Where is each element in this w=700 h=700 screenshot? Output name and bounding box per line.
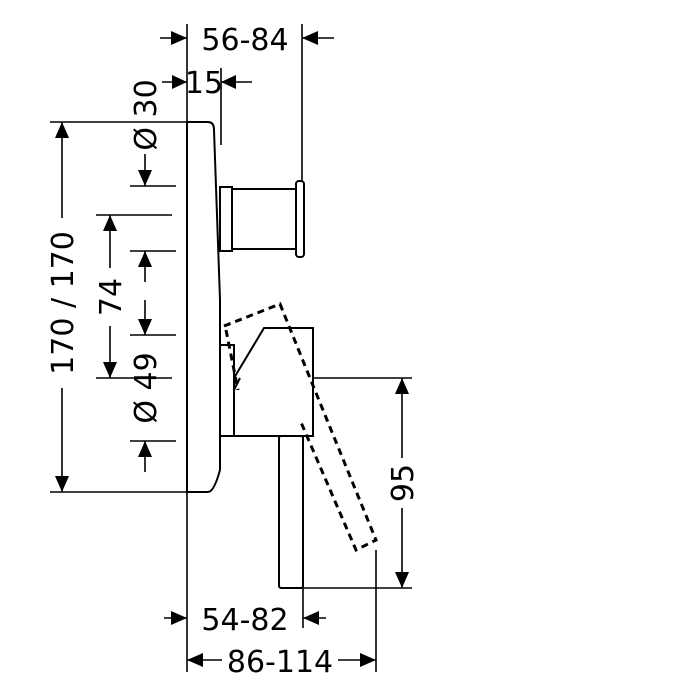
diverter-knob [219,180,305,258]
lever-alt-position [223,302,378,553]
mixer-handle [220,327,314,589]
dim-top-offset: 15 [162,66,252,101]
dim-label-top-overall: 56-84 [201,23,288,58]
dim-label-handle-diameter: Ø 49 [129,352,164,423]
cover-plate [186,121,221,493]
dim-top-overall: 56-84 [160,23,334,58]
dim-label-top-offset: 15 [185,66,223,101]
dim-lever-length: 95 [384,378,421,588]
dim-spacing: 74 [92,215,129,378]
dim-label-spacing: 74 [94,278,129,316]
dim-label-diverter-diameter: Ø 30 [129,79,164,150]
dim-label-lever-length: 95 [386,464,421,502]
dim-diverter-diameter: Ø 30 [129,79,164,282]
dim-label-bottom-short: 54-82 [201,603,288,638]
dim-label-plate-height: 170 / 170 [46,231,81,375]
extension-lines [50,24,412,672]
dim-handle-diameter: Ø 49 [129,300,164,472]
dim-bottom-short: 54-82 [164,603,326,638]
dim-label-bottom-long: 86-114 [227,645,333,680]
dim-plate-height: 170 / 170 [44,122,81,492]
dim-bottom-long: 86-114 [187,645,376,680]
